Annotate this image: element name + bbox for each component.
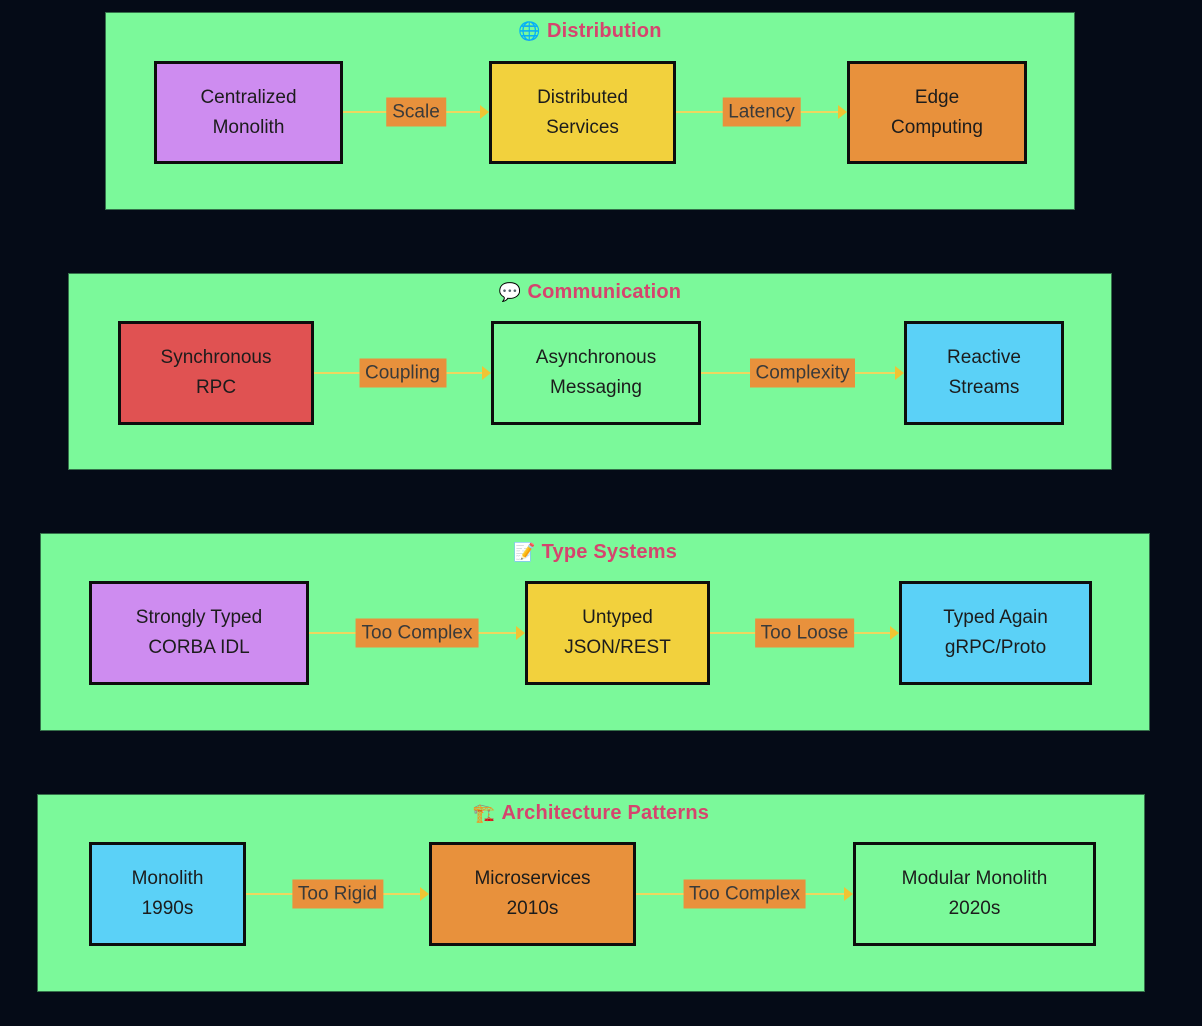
node-typed-again-grpc-proto: Typed Again gRPC/Proto: [899, 581, 1092, 685]
edge-complexity: Complexity: [701, 358, 904, 388]
node-label: Computing: [891, 116, 983, 138]
arrow-right-icon: [516, 626, 525, 640]
globe-icon: 🌐: [518, 21, 541, 41]
node-strongly-typed-corba-idl: Strongly Typed CORBA IDL: [89, 581, 309, 685]
node-label: 2020s: [948, 898, 1001, 919]
node-label: RPC: [195, 377, 237, 398]
edge-latency: Latency: [676, 97, 847, 127]
construction-crane-icon: 🏗️: [472, 803, 496, 823]
node-microservices-2010s: Microservices 2010s: [429, 842, 636, 946]
node-label: Microservices: [474, 868, 591, 889]
section-distribution: 🌐 Distribution Centralized Monolith Scale…: [105, 12, 1075, 210]
arrow-right-icon: [890, 626, 899, 640]
arrow-right-icon: [480, 105, 489, 119]
node-label: Untyped: [582, 607, 653, 628]
node-label: Monolith: [212, 116, 285, 138]
section-title: 🌐 Distribution: [106, 20, 1074, 43]
arrow-right-icon: [844, 887, 853, 901]
node-label: CORBA IDL: [148, 637, 250, 658]
node-label: gRPC/Proto: [944, 637, 1047, 658]
node-synchronous-rpc: Synchronous RPC: [118, 321, 314, 425]
edge-coupling: Coupling: [314, 358, 491, 388]
edge-too-complex-arch: Too Complex: [636, 879, 853, 909]
node-distributed-services: Distributed Services: [489, 61, 676, 164]
section-title-text: Distribution: [547, 20, 662, 42]
node-label: Edge: [914, 86, 960, 108]
section-architecture-patterns: 🏗️Architecture Patterns Monolith 1990s T…: [37, 794, 1145, 992]
edge-label: Too Rigid: [291, 879, 384, 909]
edge-scale: Scale: [343, 97, 489, 127]
edge-too-rigid: Too Rigid: [246, 879, 429, 909]
node-label: Streams: [948, 377, 1020, 398]
edge-label: Too Loose: [754, 618, 855, 648]
node-asynchronous-messaging: Asynchronous Messaging: [491, 321, 701, 425]
node-modular-monolith-2020s: Modular Monolith 2020s: [853, 842, 1096, 946]
node-label: Strongly Typed: [135, 607, 263, 628]
edge-label: Scale: [386, 97, 446, 127]
node-edge-computing: Edge Computing: [847, 61, 1027, 164]
edge-too-loose: Too Loose: [710, 618, 899, 648]
node-label: Messaging: [550, 377, 642, 398]
node-label: JSON/REST: [564, 637, 671, 658]
node-label: Synchronous: [160, 347, 272, 368]
arrow-right-icon: [482, 366, 491, 380]
node-monolith-1990s: Monolith 1990s: [89, 842, 246, 946]
node-label: Asynchronous: [535, 347, 657, 368]
node-untyped-json-rest: Untyped JSON/REST: [525, 581, 710, 685]
node-reactive-streams: Reactive Streams: [904, 321, 1064, 425]
node-label: Centralized: [200, 86, 297, 108]
section-title-text: Communication: [527, 281, 682, 303]
edge-label: Too Complex: [355, 618, 479, 648]
section-title: 🏗️Architecture Patterns: [38, 802, 1144, 825]
section-title: 💬Communication: [69, 281, 1111, 304]
node-centralized-monolith: Centralized Monolith: [154, 61, 343, 164]
node-label: Monolith: [131, 868, 204, 889]
edge-label: Latency: [722, 97, 801, 127]
node-label: 2010s: [506, 898, 559, 919]
node-label: Reactive: [947, 347, 1021, 368]
section-communication: 💬Communication Synchronous RPC Coupling …: [68, 273, 1112, 470]
node-label: 1990s: [141, 898, 194, 919]
node-label: Services: [546, 116, 619, 138]
arrow-right-icon: [838, 105, 847, 119]
section-title-text: Type Systems: [541, 541, 678, 563]
node-label: Typed Again: [943, 607, 1048, 628]
edge-label: Too Complex: [683, 879, 806, 909]
arrow-right-icon: [895, 366, 904, 380]
section-title-text: Architecture Patterns: [501, 802, 710, 824]
arrow-right-icon: [420, 887, 429, 901]
edge-label: Complexity: [749, 358, 856, 388]
section-type-systems: 📝Type Systems Strongly Typed CORBA IDL T…: [40, 533, 1150, 731]
speech-bubble-icon: 💬: [498, 282, 522, 302]
memo-icon: 📝: [512, 542, 536, 562]
node-label: Distributed: [537, 86, 628, 108]
section-title: 📝Type Systems: [41, 541, 1149, 564]
edge-label: Coupling: [359, 358, 446, 388]
edge-too-complex-types: Too Complex: [309, 618, 525, 648]
node-label: Modular Monolith: [901, 868, 1048, 889]
